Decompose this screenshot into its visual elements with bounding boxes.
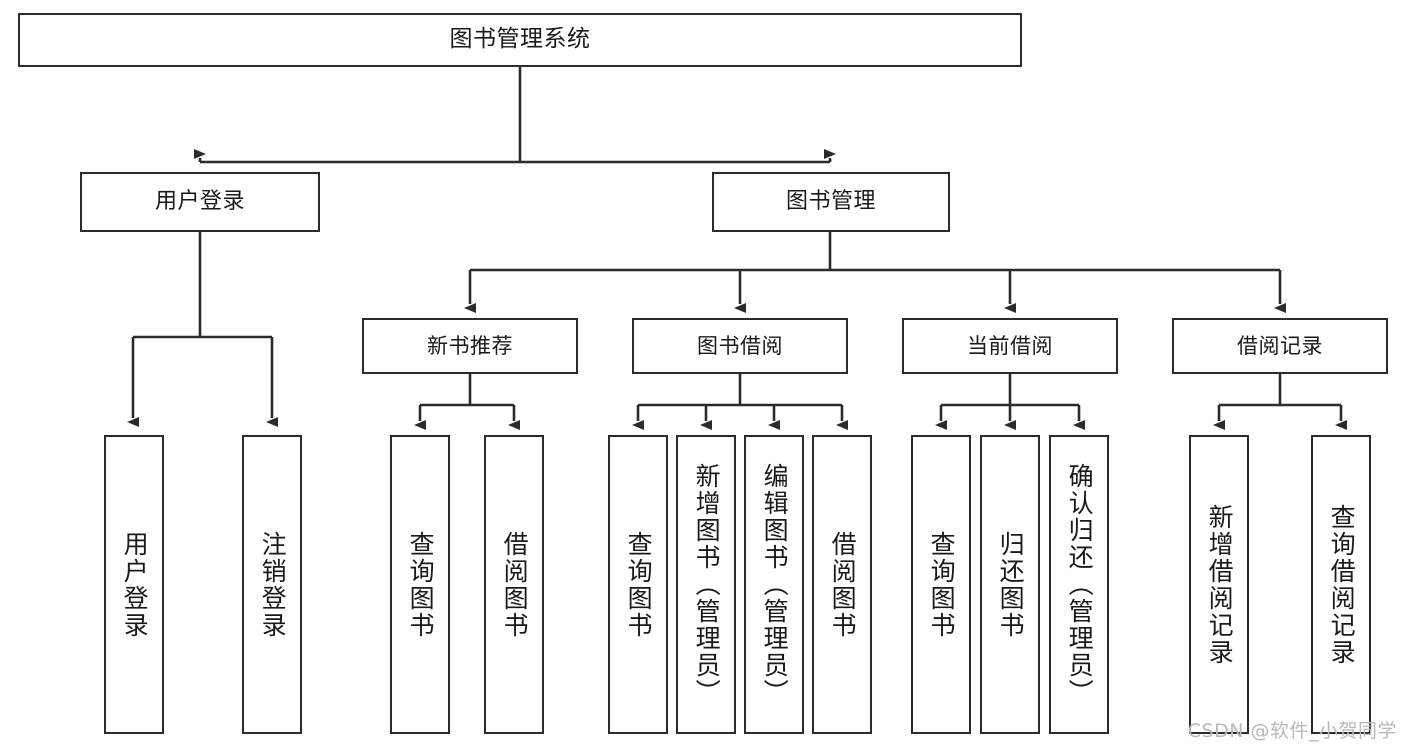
leaf-newbook-query-book-label: 查询图书 (406, 530, 436, 639)
leaf-current-confirm-return-label: 确认归还（管理员） (1065, 463, 1095, 706)
node-borrow-record[interactable]: 借阅记录 (1172, 318, 1388, 374)
leaf-record-query[interactable]: 查询借阅记录 (1311, 435, 1371, 734)
leaf-newbook-borrow-book-label: 借阅图书 (500, 530, 530, 639)
leaf-borrow-borrow-book[interactable]: 借阅图书 (812, 435, 872, 734)
node-current-borrow-label: 当前借阅 (967, 333, 1053, 358)
node-root[interactable]: 图书管理系统 (18, 13, 1022, 67)
node-book-borrow-label: 图书借阅 (697, 333, 783, 358)
leaf-record-add-label: 新增借阅记录 (1205, 503, 1235, 666)
node-current-borrow[interactable]: 当前借阅 (902, 318, 1118, 374)
leaf-borrow-add-book-label: 新增图书（管理员） (692, 463, 722, 706)
leaf-borrow-query-book-label: 查询图书 (624, 530, 654, 639)
leaf-current-return-book[interactable]: 归还图书 (980, 435, 1040, 734)
leaf-borrow-edit-book-label: 编辑图书（管理员） (760, 463, 790, 706)
node-new-book-recommend[interactable]: 新书推荐 (362, 318, 578, 374)
leaf-borrow-add-book[interactable]: 新增图书（管理员） (676, 435, 736, 734)
leaf-current-query-book[interactable]: 查询图书 (911, 435, 971, 734)
node-book-borrow[interactable]: 图书借阅 (632, 318, 848, 374)
leaf-current-return-book-label: 归还图书 (996, 530, 1026, 639)
leaf-current-confirm-return[interactable]: 确认归还（管理员） (1049, 435, 1109, 734)
leaf-borrow-borrow-book-label: 借阅图书 (828, 530, 858, 639)
node-user-login[interactable]: 用户登录 (80, 172, 320, 232)
leaf-logout-label: 注销登录 (258, 530, 288, 639)
leaf-current-query-book-label: 查询图书 (927, 530, 957, 639)
leaf-user-login-label: 用户登录 (120, 530, 150, 639)
leaf-logout[interactable]: 注销登录 (242, 435, 302, 734)
node-book-management[interactable]: 图书管理 (712, 172, 950, 232)
node-book-management-label: 图书管理 (785, 189, 876, 215)
leaf-newbook-query-book[interactable]: 查询图书 (390, 435, 450, 734)
node-root-label: 图书管理系统 (449, 26, 591, 53)
leaf-user-login[interactable]: 用户登录 (104, 435, 164, 734)
csdn-watermark: CSDN @软件_小贺同学 (1187, 720, 1397, 742)
node-borrow-record-label: 借阅记录 (1237, 333, 1323, 358)
node-user-login-label: 用户登录 (154, 189, 245, 215)
node-new-book-recommend-label: 新书推荐 (427, 333, 513, 358)
leaf-newbook-borrow-book[interactable]: 借阅图书 (484, 435, 544, 734)
leaf-borrow-edit-book[interactable]: 编辑图书（管理员） (744, 435, 804, 734)
leaf-record-query-label: 查询借阅记录 (1327, 503, 1357, 666)
leaf-borrow-query-book[interactable]: 查询图书 (608, 435, 668, 734)
leaf-record-add[interactable]: 新增借阅记录 (1189, 435, 1249, 734)
